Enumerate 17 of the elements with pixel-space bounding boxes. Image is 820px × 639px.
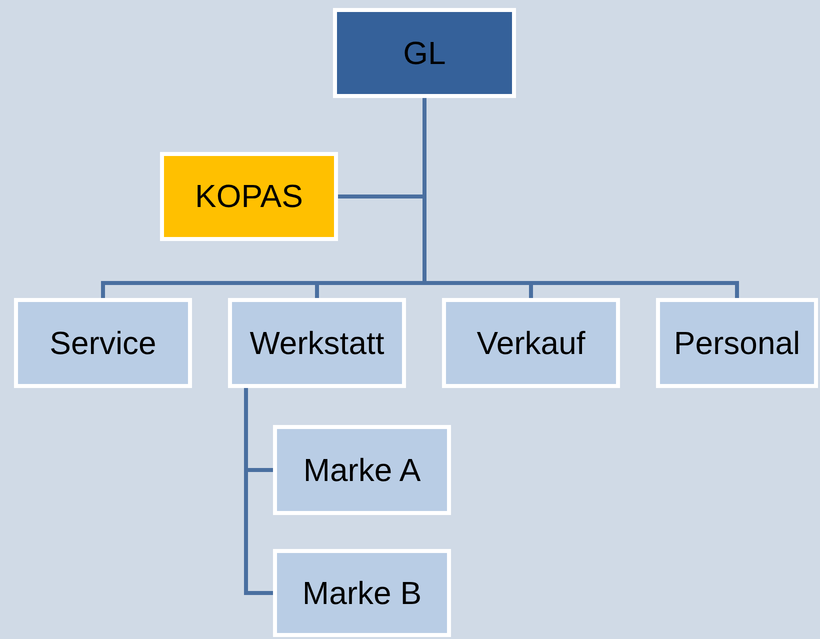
department-box — [14, 298, 192, 388]
node-label: KOPAS — [195, 178, 303, 215]
node-label: Service — [50, 324, 156, 362]
node-label: GL — [403, 34, 446, 72]
department-box — [656, 298, 818, 388]
node-label: Marke A — [303, 452, 421, 488]
node-label: Werkstatt — [250, 324, 384, 362]
department-box — [273, 425, 451, 515]
department-box — [228, 298, 406, 388]
connector-line — [422, 98, 739, 298]
node-label: Verkauf — [476, 324, 586, 362]
node-label: Marke B — [302, 574, 422, 612]
department-box — [273, 549, 451, 637]
node-label: Personal — [674, 324, 800, 362]
department-box — [442, 298, 620, 388]
management-box — [333, 8, 516, 98]
staff-box — [160, 152, 338, 241]
